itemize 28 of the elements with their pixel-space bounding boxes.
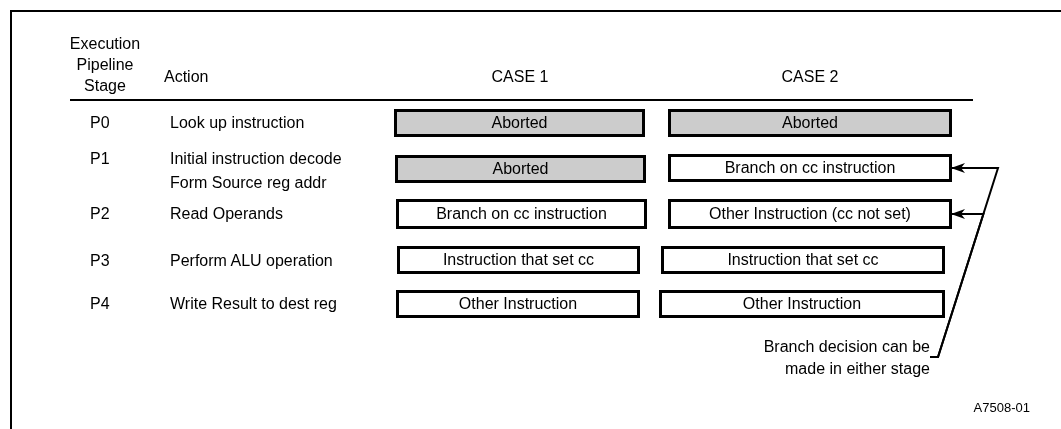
action-label: Form Source reg addr <box>170 173 328 193</box>
aborted-stage-box: Aborted <box>394 109 645 137</box>
column-header: Execution Pipeline Stage <box>68 34 142 96</box>
stage-label: P4 <box>90 294 111 314</box>
action-label: Write Result to dest reg <box>170 294 338 314</box>
column-header: CASE 2 <box>780 67 840 87</box>
instruction-box: Other Instruction (cc not set) <box>668 199 952 229</box>
figure-id: A7508-01 <box>972 399 1030 417</box>
instruction-box: Branch on cc instruction <box>396 199 647 229</box>
stage-label: P3 <box>90 251 111 271</box>
arrow <box>929 209 985 358</box>
column-header: CASE 1 <box>490 67 550 87</box>
instruction-box: Branch on cc instruction <box>668 154 952 182</box>
aborted-stage-box: Aborted <box>395 155 646 183</box>
stage-label: P0 <box>90 113 111 133</box>
action-label: Perform ALU operation <box>170 251 334 271</box>
stage-label: P2 <box>90 204 111 224</box>
column-header: Action <box>164 67 210 87</box>
action-label: Initial instruction decode <box>170 149 343 169</box>
stage-label: P1 <box>90 149 111 169</box>
action-label: Look up instruction <box>170 113 306 133</box>
instruction-box: Instruction that set cc <box>661 246 945 274</box>
instruction-box: Instruction that set cc <box>397 246 640 274</box>
instruction-box: Other Instruction <box>659 290 945 318</box>
action-label: Read Operands <box>170 204 284 224</box>
aborted-stage-box: Aborted <box>668 109 952 137</box>
note-text: Branch decision can be made in either stage <box>745 336 930 382</box>
instruction-box: Other Instruction <box>396 290 640 318</box>
